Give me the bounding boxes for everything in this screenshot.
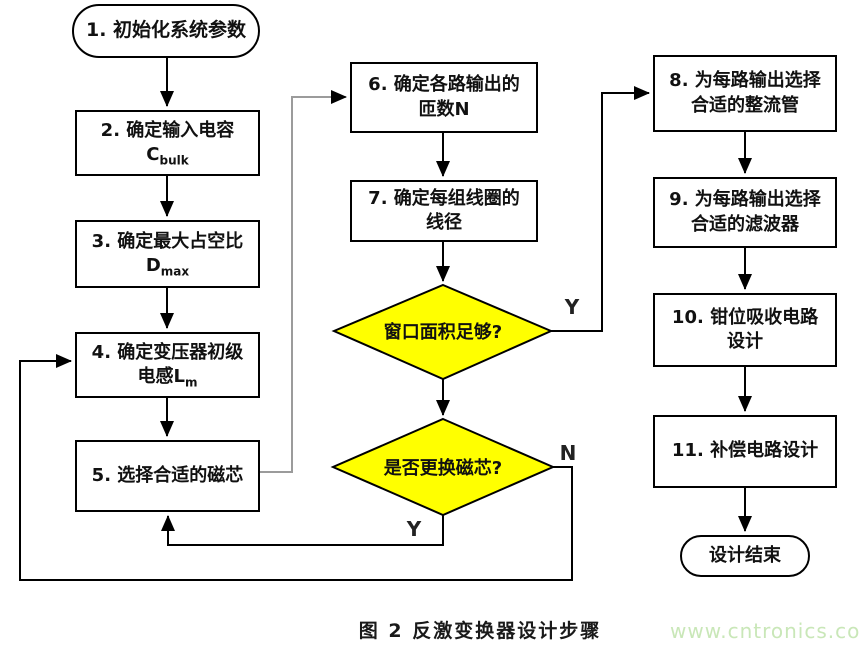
node-label-line1: 3. 确定最大占空比 bbox=[91, 230, 244, 252]
node-label: 5. 选择合适的磁芯 bbox=[91, 464, 244, 486]
node-label-line2: Dmax bbox=[145, 255, 190, 279]
node-label: 1. 初始化系统参数 bbox=[85, 19, 247, 42]
branch-label-d2-yes: Y bbox=[406, 517, 422, 541]
node-label: 11. 补偿电路设计 bbox=[671, 440, 819, 462]
start-node-initialize-params: 1. 初始化系统参数 bbox=[72, 4, 260, 58]
step-6-output-turns: 6. 确定各路输出的 匝数N bbox=[350, 62, 538, 133]
connector-d2-no-to-4 bbox=[19, 354, 573, 581]
node-label-line1: 8. 为每路输出选择 bbox=[669, 70, 821, 92]
decision-replace-core-shape bbox=[330, 417, 556, 517]
end-node-design-finished: 设计结束 bbox=[680, 535, 810, 577]
figure-caption: 图 2 反激变换器设计步骤 bbox=[358, 620, 602, 642]
node-label-line1: 10. 钳位吸收电路 bbox=[671, 306, 819, 328]
node-label-line2: 线径 bbox=[426, 212, 462, 233]
branch-label-d1-yes: Y bbox=[564, 295, 580, 319]
node-label-line1: 2. 确定输入电容 bbox=[100, 119, 235, 141]
node-label-line1: 7. 确定每组线圈的 bbox=[368, 187, 520, 209]
decision-window-area-shape bbox=[331, 283, 554, 381]
connector-5-to-6 bbox=[260, 90, 347, 473]
connector-d1-yes-to-8 bbox=[551, 86, 650, 332]
node-label-line2: 匝数N bbox=[418, 98, 470, 120]
step-5-select-core: 5. 选择合适的磁芯 bbox=[75, 440, 260, 512]
node-label: 设计结束 bbox=[709, 544, 781, 566]
node-label-line1: 9. 为每路输出选择 bbox=[669, 189, 821, 211]
node-label-line2: 设计 bbox=[727, 331, 763, 352]
decision-replace-core-label: 是否更换磁芯? bbox=[383, 458, 503, 479]
step-10-clamp-snubber-circuit: 10. 钳位吸收电路 设计 bbox=[653, 293, 837, 367]
step-3-max-duty-cycle: 3. 确定最大占空比 Dmax bbox=[75, 220, 260, 288]
node-label-line2: 合适的整流管 bbox=[691, 94, 799, 116]
step-2-input-capacitor: 2. 确定输入电容 Cbulk bbox=[75, 110, 260, 176]
step-8-select-rectifier: 8. 为每路输出选择 合适的整流管 bbox=[653, 55, 837, 132]
node-label-line1: 6. 确定各路输出的 bbox=[368, 74, 520, 96]
node-label-line2: 电感Lm bbox=[137, 366, 198, 390]
branch-label-d2-no: N bbox=[559, 441, 577, 465]
watermark-text: www.cntronics.com bbox=[670, 619, 859, 643]
step-4-primary-inductance: 4. 确定变压器初级 电感Lm bbox=[75, 332, 260, 398]
node-label-line2: Cbulk bbox=[146, 144, 189, 168]
node-label-line1: 4. 确定变压器初级 bbox=[91, 341, 244, 363]
step-11-compensation-circuit: 11. 补偿电路设计 bbox=[653, 415, 837, 488]
node-label-line2: 合适的滤波器 bbox=[691, 213, 799, 235]
decision-window-area-label: 窗口面积足够? bbox=[383, 322, 503, 343]
step-9-select-filter: 9. 为每路输出选择 合适的滤波器 bbox=[653, 177, 837, 248]
connector-d2-yes-to-5 bbox=[161, 515, 444, 546]
step-7-wire-diameter: 7. 确定每组线圈的 线径 bbox=[350, 180, 538, 242]
